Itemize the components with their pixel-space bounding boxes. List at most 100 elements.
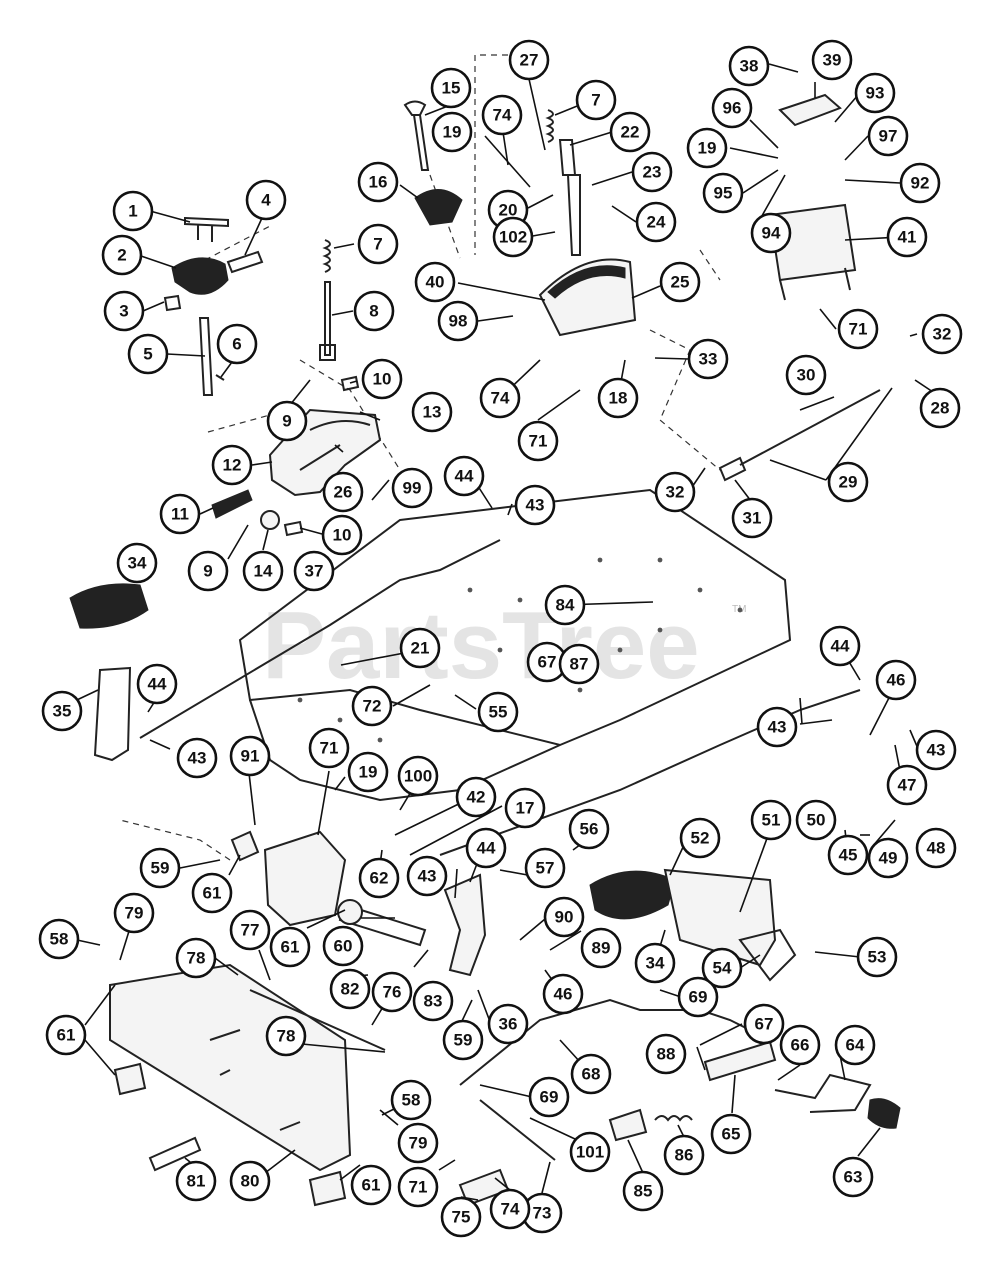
callout-21[interactable]: 21 [399,627,441,669]
callout-50[interactable]: 50 [795,799,837,841]
callout-16[interactable]: 16 [357,161,399,203]
callout-68[interactable]: 68 [570,1053,612,1095]
callout-9[interactable]: 9 [187,550,229,592]
callout-51[interactable]: 51 [750,799,792,841]
callout-60[interactable]: 60 [322,925,364,967]
callout-37[interactable]: 37 [293,550,335,592]
callout-67[interactable]: 67 [526,641,568,683]
callout-94[interactable]: 94 [750,212,792,254]
callout-47[interactable]: 47 [886,764,928,806]
callout-57[interactable]: 57 [524,847,566,889]
callout-34[interactable]: 34 [634,942,676,984]
callout-39[interactable]: 39 [811,39,853,81]
callout-44[interactable]: 44 [819,625,861,667]
callout-30[interactable]: 30 [785,354,827,396]
callout-43[interactable]: 43 [176,737,218,779]
callout-67[interactable]: 67 [743,1003,785,1045]
callout-25[interactable]: 25 [659,261,701,303]
callout-38[interactable]: 38 [728,45,770,87]
callout-49[interactable]: 49 [867,837,909,879]
callout-27[interactable]: 27 [508,39,550,81]
callout-61[interactable]: 61 [269,926,311,968]
callout-95[interactable]: 95 [702,172,744,214]
callout-52[interactable]: 52 [679,817,721,859]
callout-10[interactable]: 10 [361,358,403,400]
callout-61[interactable]: 61 [350,1164,392,1206]
callout-19[interactable]: 19 [347,751,389,793]
callout-23[interactable]: 23 [631,151,673,193]
callout-7[interactable]: 7 [575,79,617,121]
callout-89[interactable]: 89 [580,927,622,969]
callout-22[interactable]: 22 [609,111,651,153]
callout-101[interactable]: 101 [569,1131,611,1173]
callout-5[interactable]: 5 [127,333,169,375]
callout-15[interactable]: 15 [430,67,472,109]
callout-61[interactable]: 61 [191,872,233,914]
callout-58[interactable]: 58 [390,1079,432,1121]
callout-79[interactable]: 79 [113,892,155,934]
callout-74[interactable]: 74 [479,377,521,419]
callout-64[interactable]: 64 [834,1024,876,1066]
callout-85[interactable]: 85 [622,1170,664,1212]
callout-54[interactable]: 54 [701,947,743,989]
callout-19[interactable]: 19 [431,111,473,153]
callout-33[interactable]: 33 [687,338,729,380]
callout-96[interactable]: 96 [711,87,753,129]
callout-48[interactable]: 48 [915,827,957,869]
callout-59[interactable]: 59 [139,847,181,889]
callout-83[interactable]: 83 [412,980,454,1022]
callout-80[interactable]: 80 [229,1160,271,1202]
callout-35[interactable]: 35 [41,690,83,732]
callout-74[interactable]: 74 [481,94,523,136]
callout-99[interactable]: 99 [391,467,433,509]
callout-69[interactable]: 69 [528,1076,570,1118]
callout-79[interactable]: 79 [397,1122,439,1164]
callout-78[interactable]: 78 [175,937,217,979]
callout-12[interactable]: 12 [211,444,253,486]
callout-31[interactable]: 31 [731,497,773,539]
callout-24[interactable]: 24 [635,201,677,243]
callout-86[interactable]: 86 [663,1134,705,1176]
callout-74[interactable]: 74 [489,1188,531,1230]
callout-63[interactable]: 63 [832,1156,874,1198]
callout-45[interactable]: 45 [827,834,869,876]
callout-100[interactable]: 100 [397,755,439,797]
callout-3[interactable]: 3 [103,290,145,332]
callout-62[interactable]: 62 [358,857,400,899]
callout-84[interactable]: 84 [544,584,586,626]
callout-42[interactable]: 42 [455,776,497,818]
callout-102[interactable]: 102 [492,216,534,258]
callout-87[interactable]: 87 [558,643,600,685]
callout-26[interactable]: 26 [322,471,364,513]
callout-19[interactable]: 19 [686,127,728,169]
callout-44[interactable]: 44 [465,827,507,869]
callout-36[interactable]: 36 [487,1003,529,1045]
callout-32[interactable]: 32 [921,313,963,355]
callout-18[interactable]: 18 [597,377,639,419]
callout-93[interactable]: 93 [854,72,896,114]
callout-43[interactable]: 43 [514,484,556,526]
callout-73[interactable]: 73 [521,1192,563,1234]
callout-88[interactable]: 88 [645,1033,687,1075]
callout-10[interactable]: 10 [321,514,363,556]
callout-71[interactable]: 71 [308,727,350,769]
callout-59[interactable]: 59 [442,1019,484,1061]
callout-56[interactable]: 56 [568,808,610,850]
callout-2[interactable]: 2 [101,234,143,276]
callout-43[interactable]: 43 [915,729,957,771]
callout-11[interactable]: 11 [159,493,201,535]
callout-6[interactable]: 6 [216,323,258,365]
callout-72[interactable]: 72 [351,685,393,727]
callout-77[interactable]: 77 [229,909,271,951]
callout-69[interactable]: 69 [677,976,719,1018]
callout-90[interactable]: 90 [543,896,585,938]
callout-91[interactable]: 91 [229,735,271,777]
callout-41[interactable]: 41 [886,216,928,258]
callout-81[interactable]: 81 [175,1160,217,1202]
callout-82[interactable]: 82 [329,968,371,1010]
callout-55[interactable]: 55 [477,691,519,733]
callout-7[interactable]: 7 [357,223,399,265]
callout-44[interactable]: 44 [443,455,485,497]
callout-8[interactable]: 8 [353,290,395,332]
callout-29[interactable]: 29 [827,461,869,503]
